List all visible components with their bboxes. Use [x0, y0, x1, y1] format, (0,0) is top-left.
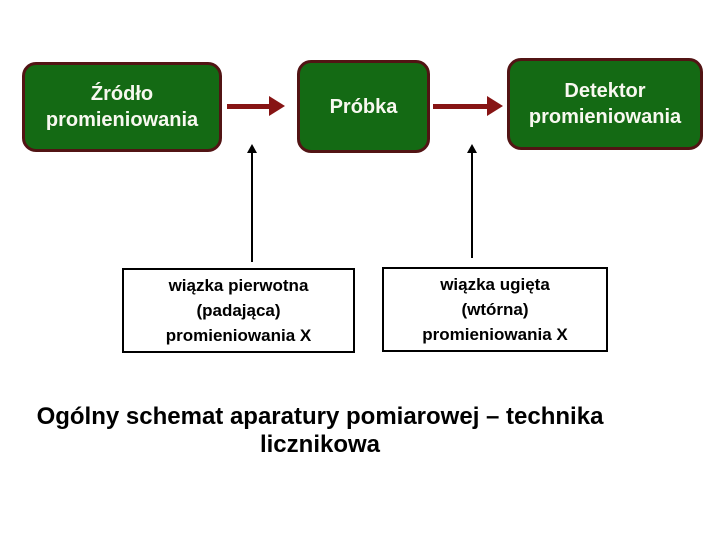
sample-box: Próbka [297, 60, 430, 153]
diffracted-beam-label-line3: promieniowania X [422, 325, 568, 344]
primary-beam-label-line1: wiązka pierwotna [168, 276, 309, 295]
diffracted-beam-pointer-line [471, 152, 473, 258]
radiation-source-box: Źródło promieniowania [22, 62, 222, 152]
primary-beam-pointer-head-icon [247, 144, 257, 153]
slide-caption-line2: licznikowa [259, 431, 381, 458]
diffracted-beam-label-line1: wiązka ugięta [440, 275, 550, 294]
primary-beam-label-line2: (padająca) [196, 301, 281, 320]
primary-beam-label-line3: promieniowania X [165, 326, 312, 345]
radiation-detector-label-line1: Detektor [564, 80, 646, 102]
arrow-sample-to-detector-line [433, 104, 487, 109]
slide-caption-line1: Ogólny schemat aparatury pomiarowej – te… [36, 403, 604, 430]
radiation-source-label-line1: Źródło [90, 83, 154, 105]
diffracted-beam-label-box: wiązka ugięta (wtórna) promieniowania X [382, 267, 608, 352]
arrow-source-to-sample-line [227, 104, 269, 109]
primary-beam-label-box: wiązka pierwotna (padająca) promieniowan… [122, 268, 355, 353]
diffracted-beam-label-line2: (wtórna) [461, 300, 529, 319]
radiation-source-label-line2: promieniowania [45, 109, 199, 131]
radiation-detector-box: Detektor promieniowania [507, 58, 703, 150]
primary-beam-pointer-line [251, 152, 253, 262]
radiation-detector-label-line2: promieniowania [528, 106, 682, 128]
arrow-sample-to-detector-head-icon [487, 96, 503, 116]
sample-label: Próbka [329, 95, 398, 118]
diffracted-beam-pointer-head-icon [467, 144, 477, 153]
arrow-source-to-sample-head-icon [269, 96, 285, 116]
slide-caption: Ogólny schemat aparatury pomiarowej – te… [20, 403, 620, 459]
